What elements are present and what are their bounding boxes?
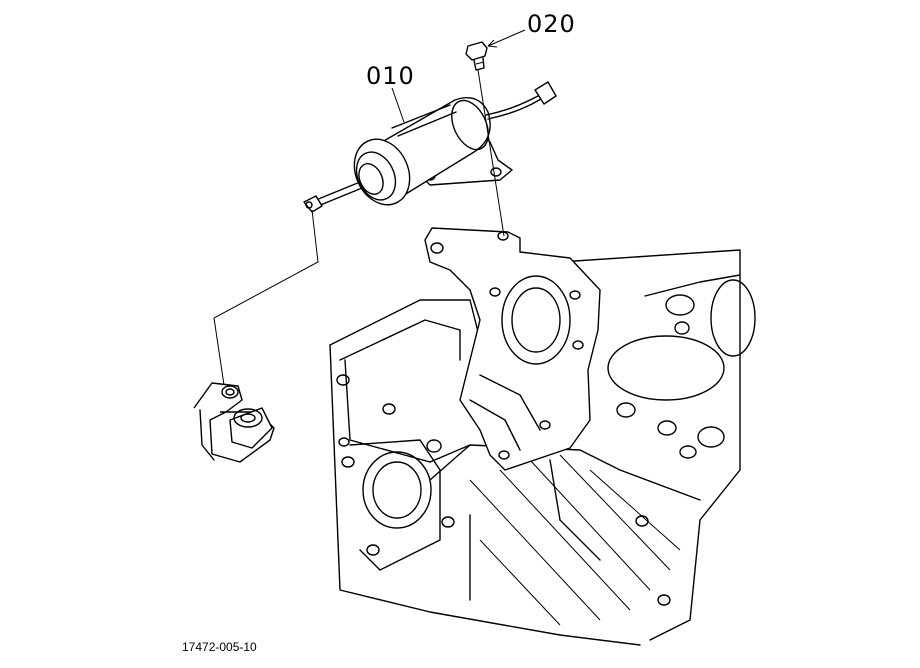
part-020-bolt	[465, 41, 488, 71]
governor-lever-bracket	[193, 382, 275, 463]
gear-case-flange	[424, 227, 601, 471]
assembly-leader-lines	[213, 29, 526, 386]
engine-block	[329, 249, 756, 646]
drawing-number: 17472-005-10	[182, 640, 257, 654]
part-callout-020: 020	[527, 10, 576, 38]
part-010-stop-solenoid	[303, 81, 557, 213]
part-callout-010: 010	[366, 62, 415, 90]
